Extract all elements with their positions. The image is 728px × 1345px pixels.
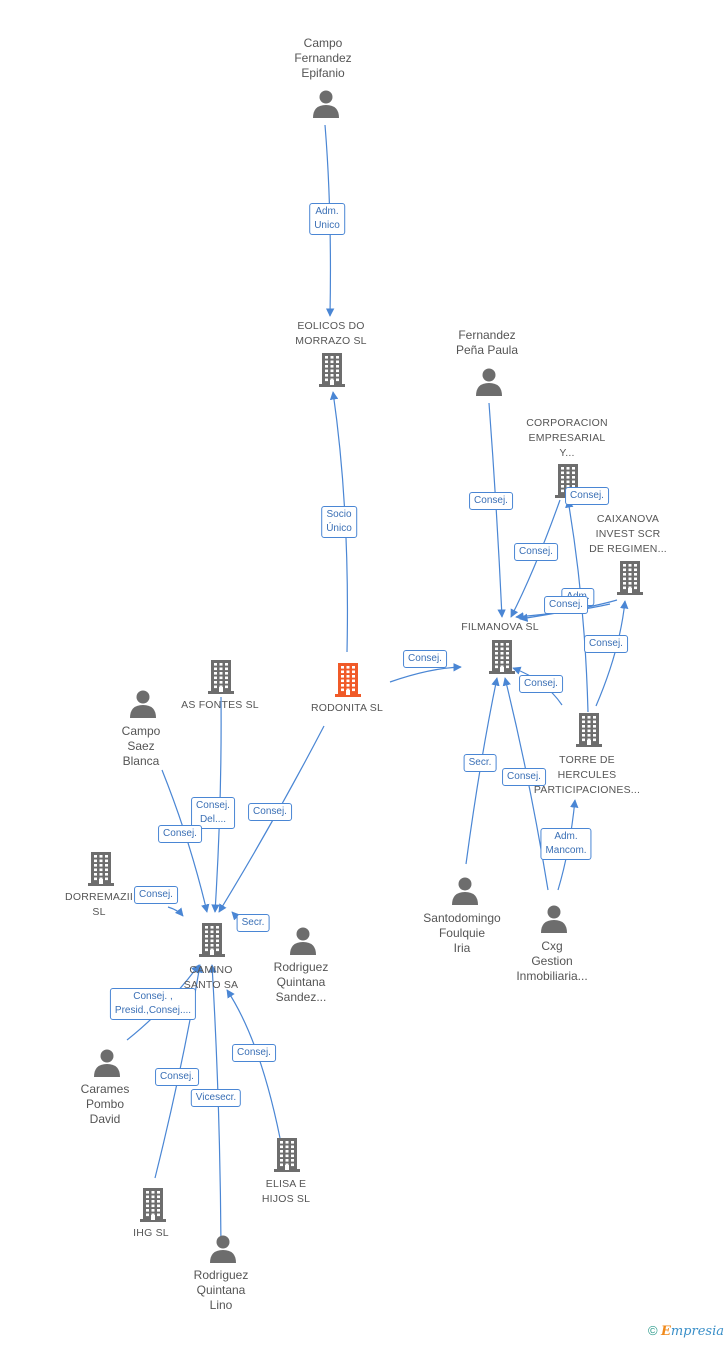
copyright-symbol: © [648, 1323, 658, 1338]
edge-label[interactable]: Consej. [155, 1068, 199, 1086]
edge-label[interactable]: Consej. [544, 596, 588, 614]
edge-corporacion-to-filmanova [510, 499, 561, 618]
building-icon-eolicos[interactable] [319, 353, 345, 387]
building-icon-as_fontes[interactable] [208, 660, 234, 694]
edge-label[interactable]: Consej. [403, 650, 447, 668]
edge-dorremazii-to-camino_santo [167, 906, 184, 917]
building-icon-dorremazii[interactable] [88, 852, 114, 886]
edge-label[interactable]: Secr. [463, 754, 497, 772]
building-icon-torre_hercules[interactable] [576, 713, 602, 747]
building-icon-rodonita[interactable] [335, 663, 361, 697]
edge-elisa-to-camino_santo [226, 989, 281, 1139]
node-label-ihg[interactable]: IHG SL [133, 1227, 169, 1239]
person-icon-rodriguez_sandez[interactable] [290, 927, 316, 956]
edge-label[interactable]: Consej. [469, 492, 513, 510]
person-icon-carames[interactable] [94, 1049, 120, 1078]
brand-logo[interactable]: Empresia [660, 1324, 724, 1339]
building-icon-elisa[interactable] [274, 1138, 300, 1172]
edge-label[interactable]: Consej. [584, 635, 628, 653]
building-icon-camino_santo[interactable] [199, 923, 225, 957]
edge-label[interactable]: Consej. [248, 803, 292, 821]
footer-brand: © Empresia [648, 1323, 724, 1339]
edge-torre_hercules-to-caixanova [595, 600, 629, 707]
edge-label[interactable]: Consej. ,Presid.,Consej.... [109, 988, 197, 1020]
building-icon-filmanova[interactable] [489, 640, 515, 674]
person-icon-santodomingo[interactable] [452, 877, 478, 906]
person-icon-fernandez_pena[interactable] [476, 368, 502, 397]
edge-label[interactable]: Consej.Del.... [191, 797, 235, 829]
edge-label[interactable]: Consej. [134, 886, 178, 904]
edge-fernandez_pena-to-filmanova [488, 402, 506, 618]
edge-label[interactable]: Consej. [502, 768, 546, 786]
person-icon-campo_fernandez[interactable] [313, 90, 339, 119]
edge-label[interactable]: Consej. [158, 825, 202, 843]
edge-label[interactable]: Adm.Unico [309, 203, 345, 235]
edge-rodonita-to-filmanova [389, 663, 462, 683]
node-label-as_fontes[interactable]: AS FONTES SL [181, 699, 259, 711]
node-label-rodonita[interactable]: RODONITA SL [310, 702, 384, 714]
edge-label[interactable]: Vicesecr. [190, 1089, 242, 1107]
person-icon-cxg[interactable] [541, 905, 567, 934]
building-icon-caixanova[interactable] [617, 561, 643, 595]
edge-label[interactable]: Secr. [236, 914, 270, 932]
person-icon-campo_saez[interactable] [130, 690, 156, 719]
node-label-filmanova[interactable]: FILMANOVA SL [461, 621, 539, 633]
person-icon-rodriguez_lino[interactable] [210, 1235, 236, 1264]
edge-label[interactable]: Consej. [232, 1044, 276, 1062]
building-icon-ihg[interactable] [140, 1188, 166, 1222]
edge-label[interactable]: Consej. [565, 487, 609, 505]
edge-label[interactable]: Consej. [514, 543, 558, 561]
edge-label[interactable]: Adm.Mancom. [540, 828, 592, 860]
edge-label[interactable]: Consej. [519, 675, 563, 693]
